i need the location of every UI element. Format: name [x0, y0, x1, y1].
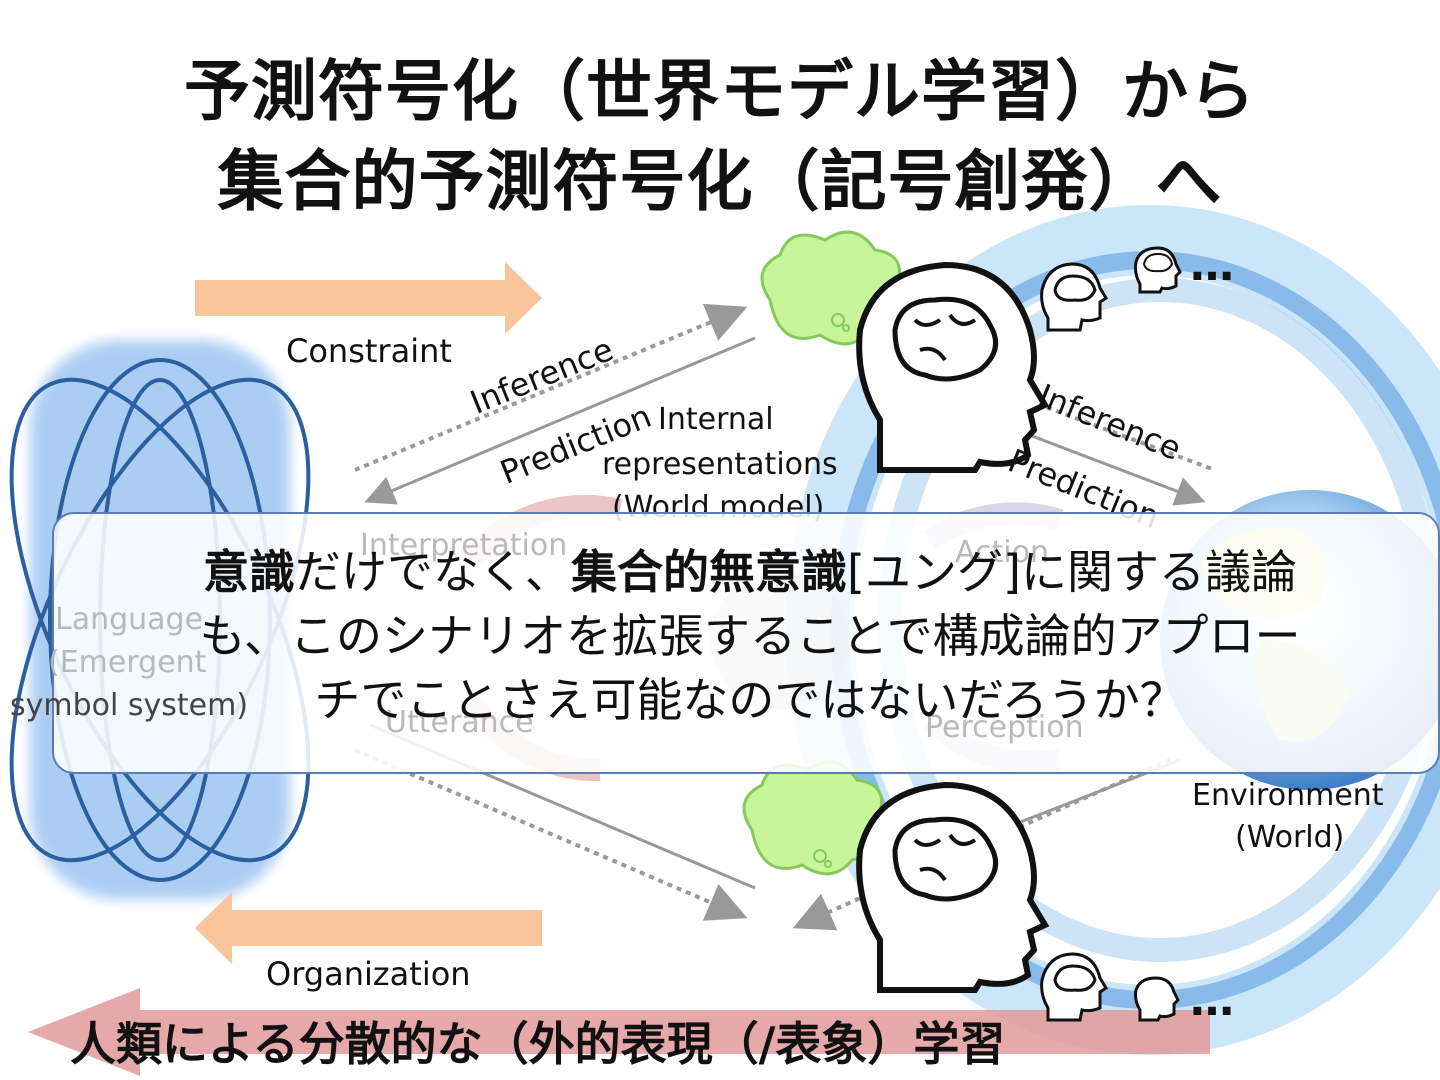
callout-bold-1: 意識	[203, 545, 296, 599]
callout-text-2: [ユング]に関する議論	[847, 545, 1297, 599]
ellipsis-bottom: …	[1190, 975, 1234, 1026]
interpretation-label: Interpretation	[360, 528, 568, 563]
environment-line-2: (World)	[1235, 820, 1345, 855]
callout-line-2: も、このシナリオを拡張することで構成論的アプロー	[199, 609, 1301, 663]
constraint-label: Constraint	[286, 332, 452, 370]
title-line-2: 集合的予測符号化（記号創発）へ	[217, 143, 1223, 220]
internal-representations-line-1: Internal	[658, 402, 774, 437]
language-label-line-1: Language	[55, 602, 204, 637]
perception-label: Perception	[925, 710, 1084, 745]
left-upper-arrows	[354, 303, 756, 505]
thought-cloud-icon	[742, 760, 883, 876]
callout-line-3: チでことさえ可能なのではないだろうか？	[314, 673, 1186, 727]
callout-bold-2: 集合的無意識	[571, 545, 848, 599]
ellipsis-top: …	[1190, 240, 1234, 291]
callout-box	[52, 512, 1440, 774]
language-label-line-2: (Emergent	[48, 645, 207, 680]
utterance-label: Utterance	[385, 705, 534, 740]
callout-text-1: だけでなく、	[295, 545, 572, 599]
title-line-1: 予測符号化（世界モデル学習）から	[184, 53, 1256, 130]
internal-representations-line-2: representations	[602, 447, 838, 482]
callout-text: 意識だけでなく、集合的無意識[ユング]に関する議論 も、このシナリオを拡張するこ…	[60, 540, 1440, 732]
callout-line-1: 意識だけでなく、集合的無意識[ユング]に関する議論	[60, 540, 1440, 604]
brain-head-icon	[1134, 246, 1182, 294]
constraint-arrow	[195, 262, 542, 334]
action-label: Action	[955, 535, 1049, 570]
organization-arrow	[195, 892, 542, 964]
brain-head-icon	[1040, 952, 1109, 1022]
organization-label: Organization	[266, 955, 471, 993]
environment-line-1: Environment	[1192, 778, 1384, 813]
brain-head-icon	[1134, 976, 1180, 1022]
brain-head-icon	[856, 261, 1050, 473]
brain-head-icon	[856, 781, 1050, 993]
bottom-title: 人類による分散的な（外的表現（/表象）学習	[70, 1017, 1006, 1071]
bottom-pink-arrow	[28, 988, 1210, 1076]
brain-head-icon	[1040, 262, 1109, 332]
language-label-line-3: symbol system)	[10, 688, 249, 723]
